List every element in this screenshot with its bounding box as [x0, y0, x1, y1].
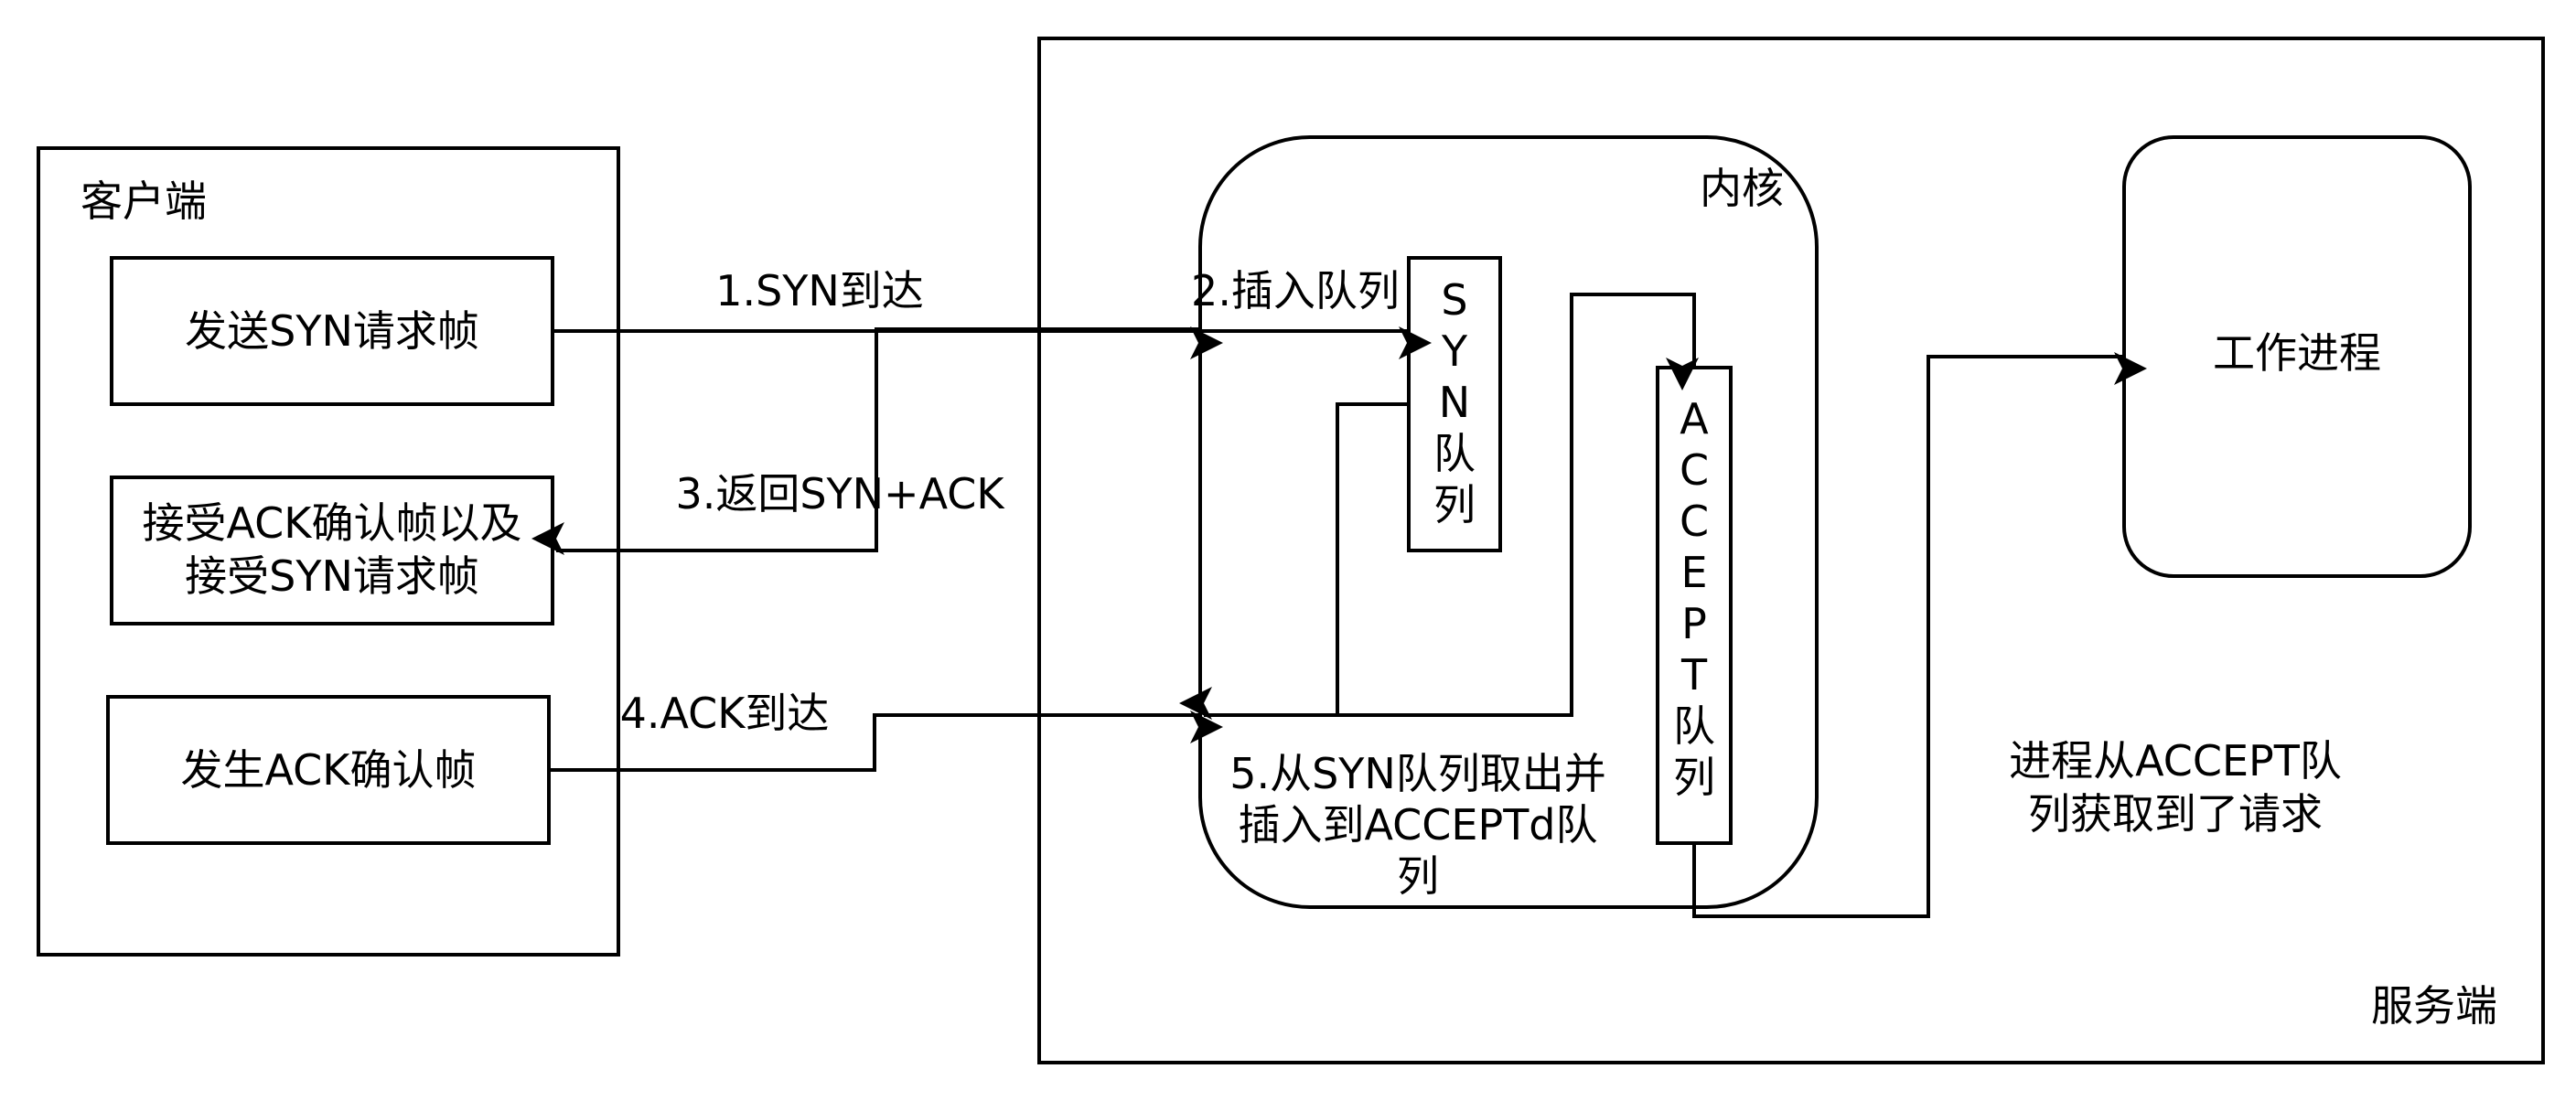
- accept-queue-char: T: [1680, 650, 1708, 700]
- edge-return-syn-ack: [531, 327, 1200, 555]
- syn-queue-char: 队: [1433, 429, 1476, 478]
- step4-label: 4.ACK到达: [620, 689, 830, 738]
- accept-queue-char: E: [1680, 548, 1707, 597]
- syn-queue-char: Y: [1441, 326, 1468, 376]
- kernel-title: 内核: [1700, 164, 1784, 213]
- step3-label: 3.返回SYN+ACK: [675, 469, 1005, 518]
- accept-queue-char: C: [1680, 445, 1709, 495]
- worker-note-line2: 列获取到了请求: [2028, 789, 2323, 839]
- syn-queue-char: S: [1441, 275, 1467, 325]
- syn-queue-label: S Y N 队 列: [1433, 275, 1476, 529]
- syn-queue-char: 列: [1433, 480, 1476, 529]
- edge-accept-to-worker: [1692, 352, 2147, 918]
- accept-queue-label: A C C E P T 队 列: [1673, 394, 1715, 802]
- accept-queue-box: [1656, 366, 1733, 845]
- step1-label: 1.SYN到达: [715, 266, 924, 315]
- server-title: 服务端: [2371, 981, 2497, 1031]
- worker-note-line1: 进程从ACCEPT队: [2009, 736, 2342, 786]
- syn-queue-box: [1407, 256, 1502, 552]
- accept-queue-char: 队: [1673, 701, 1715, 751]
- receive-ack-syn-box: [110, 476, 554, 625]
- accept-queue-char: P: [1681, 599, 1707, 648]
- edge-kernel-to-accept-queue: [1337, 293, 1699, 717]
- edge-syn-to-kernel: [1179, 402, 1409, 720]
- step5-label-line2: 插入到ACCEPTd队: [1239, 800, 1598, 850]
- receive-ack-syn-label-line1: 接受ACK确认帧以及: [143, 498, 522, 548]
- syn-queue-char: N: [1439, 378, 1470, 427]
- accept-queue-char: A: [1680, 394, 1709, 444]
- worker-process-label: 工作进程: [2213, 328, 2381, 378]
- step5-label-line1: 5.从SYN队列取出并: [1229, 749, 1606, 798]
- step5-label-line3: 列: [1397, 851, 1439, 901]
- accept-queue-char: C: [1680, 497, 1709, 546]
- edge-ack-arrive: [549, 711, 1223, 772]
- send-syn-label: 发送SYN请求帧: [185, 306, 479, 356]
- send-syn-box: [110, 256, 554, 406]
- step2-label: 2.插入队列: [1191, 266, 1400, 315]
- receive-ack-syn-label-line2: 接受SYN请求帧: [185, 551, 479, 601]
- send-ack-label: 发生ACK确认帧: [181, 745, 477, 795]
- accept-queue-char: 列: [1673, 753, 1715, 802]
- client-title: 客户端: [80, 176, 207, 226]
